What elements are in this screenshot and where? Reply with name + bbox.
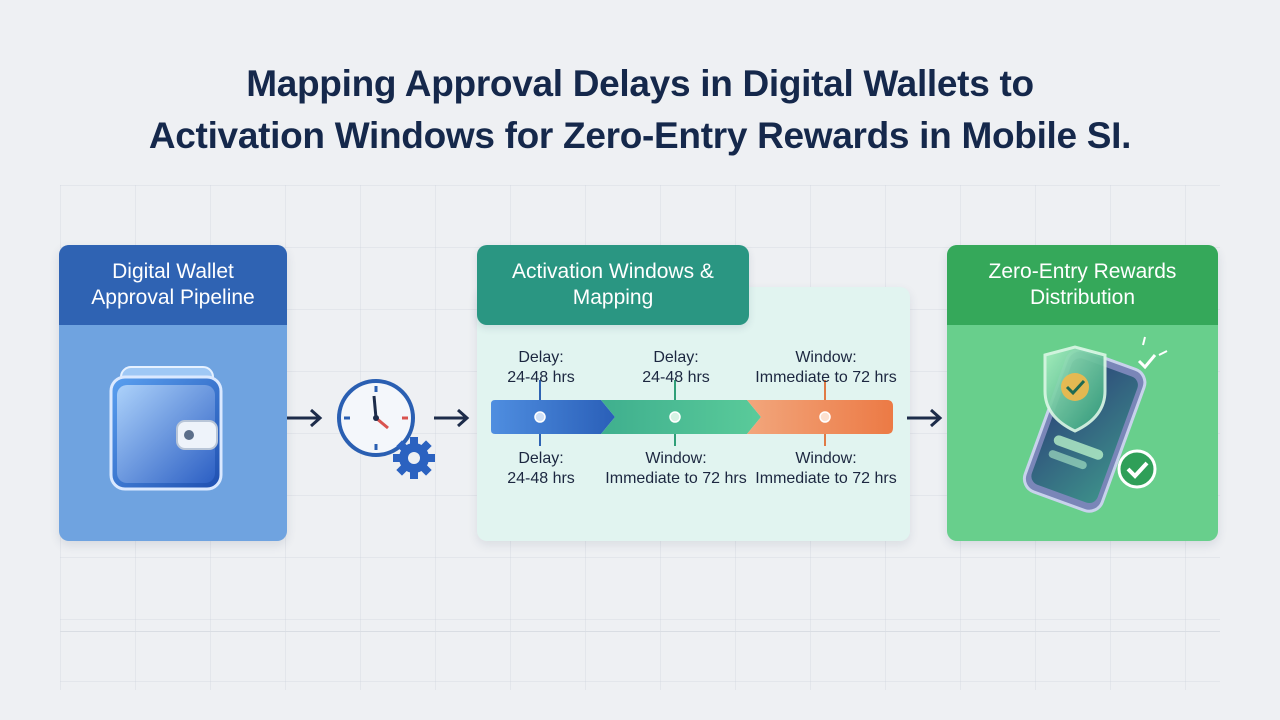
rewards-header-line-1: Zero-Entry Rewards: [988, 260, 1177, 283]
phone-reward-icon: [1022, 336, 1168, 513]
rewards-panel-header: Zero-Entry Rewards Distribution: [947, 245, 1218, 325]
label-key: Delay:: [653, 349, 699, 366]
page-title: Mapping Approval Delays in Digital Walle…: [0, 58, 1280, 162]
clock-gear-icon: [337, 379, 435, 479]
bottom-label-2: Window: Immediate to 72 hrs: [596, 449, 756, 489]
label-key: Window:: [795, 349, 857, 366]
segment-window-1: [601, 400, 761, 434]
activation-panel-header: Activation Windows & Mapping: [477, 245, 749, 325]
rewards-panel: Zero-Entry Rewards Distribution: [947, 245, 1218, 541]
activation-header-line-1: Activation Windows &: [512, 260, 714, 283]
title-line-2: Activation Windows for Zero-Entry Reward…: [148, 115, 1132, 156]
wallet-panel-header: Digital Wallet Approval Pipeline: [59, 245, 287, 325]
top-label-3: Window: Immediate to 72 hrs: [746, 348, 906, 388]
divider: [60, 631, 1220, 632]
node-1: [534, 411, 546, 423]
top-label-2: Delay: 24-48 hrs: [596, 348, 756, 388]
activation-header-line-2: Mapping: [572, 286, 654, 309]
node-3: [819, 411, 831, 423]
segment-delay: [491, 400, 615, 434]
label-value: 24-48 hrs: [507, 470, 575, 487]
timeline-bar: [491, 380, 893, 446]
arrow-right-icon: [434, 408, 470, 428]
wallet-icon: [109, 366, 223, 491]
wallet-header-line-1: Digital Wallet: [112, 260, 234, 283]
bottom-label-1: Delay: 24-48 hrs: [461, 449, 621, 489]
node-2: [669, 411, 681, 423]
label-key: Delay:: [518, 349, 564, 366]
label-key: Window:: [795, 450, 857, 467]
rewards-header-line-2: Distribution: [1029, 286, 1136, 309]
bottom-label-3: Window: Immediate to 72 hrs: [746, 449, 906, 489]
label-value: Immediate to 72 hrs: [755, 369, 897, 386]
arrow-right-icon: [907, 408, 943, 428]
top-label-1: Delay: 24-48 hrs: [461, 348, 621, 388]
label-value: Immediate to 72 hrs: [755, 470, 897, 487]
wallet-panel: Digital Wallet Approval Pipeline: [59, 245, 287, 541]
title-line-1: Mapping Approval Delays in Digital Walle…: [246, 63, 1034, 104]
label-key: Delay:: [518, 450, 564, 467]
arrow-right-icon: [287, 408, 323, 428]
label-key: Window:: [645, 450, 707, 467]
label-value: 24-48 hrs: [642, 369, 710, 386]
label-value: Immediate to 72 hrs: [605, 470, 747, 487]
wallet-header-line-2: Approval Pipeline: [91, 286, 255, 309]
label-value: 24-48 hrs: [507, 369, 575, 386]
